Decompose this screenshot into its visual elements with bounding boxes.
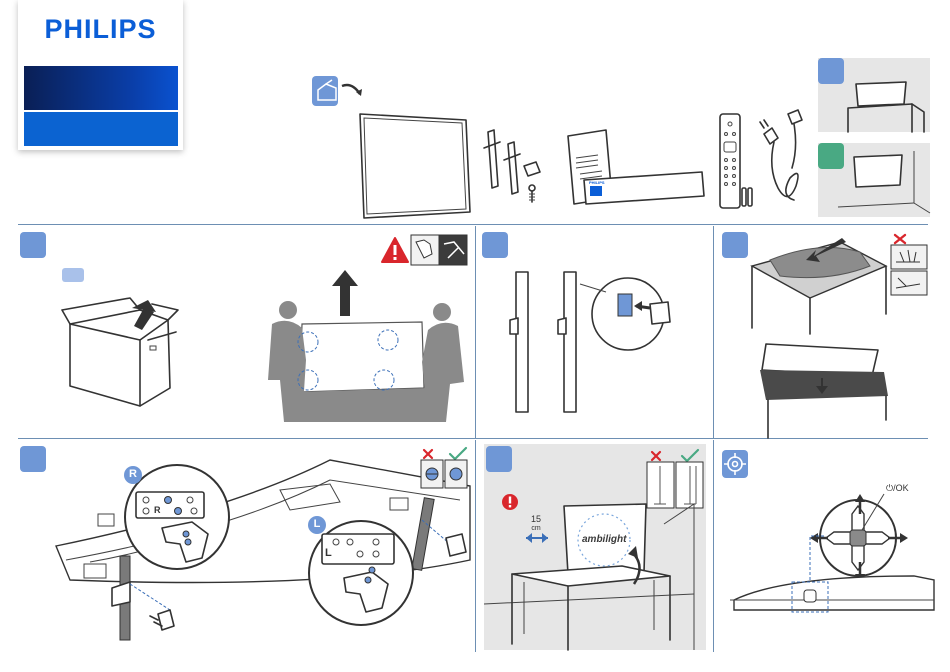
tv-on-table-illustration: [818, 58, 930, 132]
logo-blue-band: [24, 112, 178, 146]
ambilight-logo-text: ambilight: [582, 534, 626, 545]
col-divider-2: [713, 226, 714, 438]
col-divider-4: [713, 440, 714, 652]
left-mark-label: L: [308, 518, 326, 530]
tv-on-wall-illustration: [818, 143, 930, 217]
right-mark-plate-label: R: [154, 505, 161, 515]
screw-fit-cross-check-icons: [420, 446, 470, 490]
tv-placement-illustration: [484, 444, 706, 650]
open-box-icon: [312, 76, 372, 116]
joystick-control-illustration: [724, 490, 934, 650]
protect-step-badge: [722, 232, 748, 258]
manuals-illustration: [566, 128, 711, 208]
target-crosshair-icon: [722, 450, 748, 478]
fragile-handling-icon: [410, 234, 468, 266]
manual-brand-text: PHILIPS: [589, 180, 605, 185]
two-people-lifting-tv: [262, 300, 472, 422]
brand-logo-text: PHILIPS: [18, 14, 183, 45]
col-divider-3: [475, 440, 476, 652]
tv-panel-illustration: [358, 112, 473, 220]
unpack-substep-badge: [62, 268, 84, 282]
row-divider-1: [18, 224, 928, 225]
cardboard-box-illustration: [60, 296, 190, 408]
right-mark-label: R: [124, 468, 142, 480]
remote-control-illustration: [716, 110, 756, 212]
col-divider-1: [475, 226, 476, 438]
left-stand-zoom-circle: [306, 518, 416, 628]
power-cord-illustration: [758, 108, 808, 210]
stand-step-badge: [482, 232, 508, 258]
tv-face-down-on-sheet: [760, 340, 890, 440]
philips-logo-card: PHILIPS: [18, 0, 183, 150]
table-with-sheet-illustration: [750, 236, 890, 336]
stand-feet-illustration: [478, 126, 548, 206]
unpack-step-badge: [20, 232, 46, 258]
surface-warning-icon: [890, 244, 928, 296]
stand-leg-detail-illustration: [510, 268, 680, 416]
logo-dark-band: [24, 66, 178, 110]
left-mark-plate-label: L: [325, 547, 332, 559]
warning-triangle-icon: [380, 236, 410, 264]
